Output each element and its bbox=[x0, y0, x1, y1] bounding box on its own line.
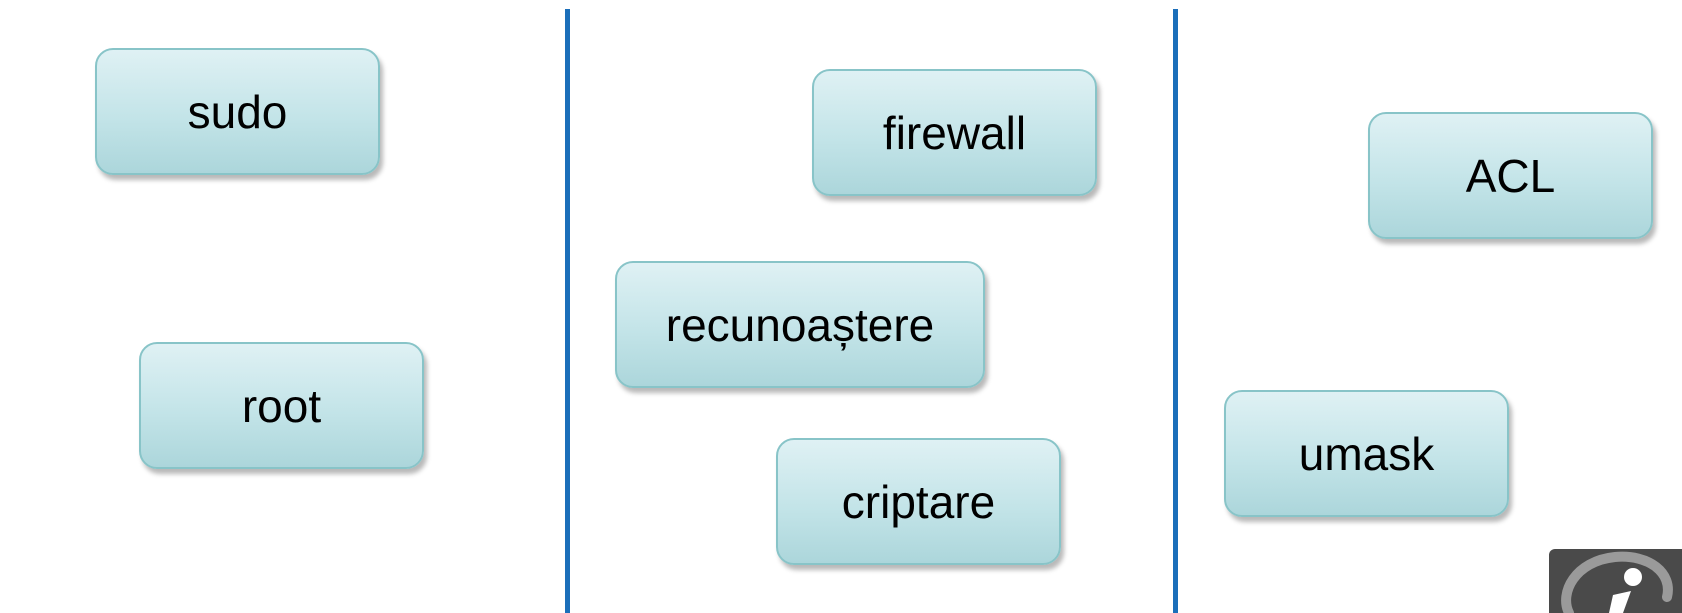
term-box-criptare: criptare bbox=[776, 438, 1061, 565]
term-label: umask bbox=[1298, 427, 1435, 480]
column-divider bbox=[1173, 9, 1178, 613]
term-box-root: root bbox=[139, 342, 424, 469]
info-logo bbox=[1549, 549, 1682, 613]
info-icon bbox=[1561, 551, 1673, 613]
term-box-umask: umask bbox=[1224, 390, 1509, 517]
term-label: sudo bbox=[187, 85, 288, 138]
term-label: firewall bbox=[882, 106, 1027, 159]
term-box-recunoastere: recunoaștere bbox=[615, 261, 985, 388]
term-label: criptare bbox=[841, 475, 996, 528]
term-label: ACL bbox=[1465, 149, 1556, 202]
term-box-firewall: firewall bbox=[812, 69, 1097, 196]
term-box-sudo: sudo bbox=[95, 48, 380, 175]
term-label: root bbox=[241, 379, 322, 432]
term-box-acl: ACL bbox=[1368, 112, 1653, 239]
column-divider bbox=[565, 9, 570, 613]
term-label: recunoaștere bbox=[665, 298, 935, 351]
